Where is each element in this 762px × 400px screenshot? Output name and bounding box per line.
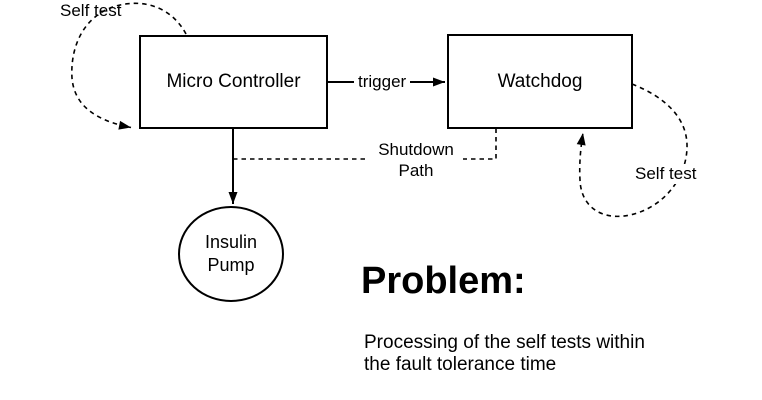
trigger-label: trigger (354, 72, 411, 92)
shutdown-path-line (233, 129, 497, 160)
self-test-right-label: Self test (635, 164, 697, 184)
micro-controller-box (139, 35, 328, 129)
insulin-pump-label-line1: Insulin (204, 232, 258, 252)
micro-controller-label: Micro Controller (166, 71, 301, 92)
insulin-pump-label-line2: Pump (207, 255, 255, 275)
problem-body-line2: the fault tolerance time (364, 354, 557, 375)
shutdown-path-label-line1: Shutdown (378, 140, 454, 159)
self-test-right-curve (576, 83, 688, 218)
insulin-pump-ellipse (178, 206, 284, 302)
shutdown-path-label-line2: Path (398, 161, 434, 180)
insulin-pump-label: Insulin Pump (179, 207, 283, 301)
problem-body: Processing of the self tests within the … (364, 332, 645, 376)
problem-heading: Problem: (361, 260, 526, 302)
watchdog-box (447, 34, 633, 129)
problem-body-line1: Processing of the self tests within (364, 332, 645, 353)
watchdog-label: Watchdog (497, 70, 583, 92)
self-test-left-label: Self test (60, 1, 122, 20)
shutdown-path-label: Shutdown Path (369, 139, 463, 181)
